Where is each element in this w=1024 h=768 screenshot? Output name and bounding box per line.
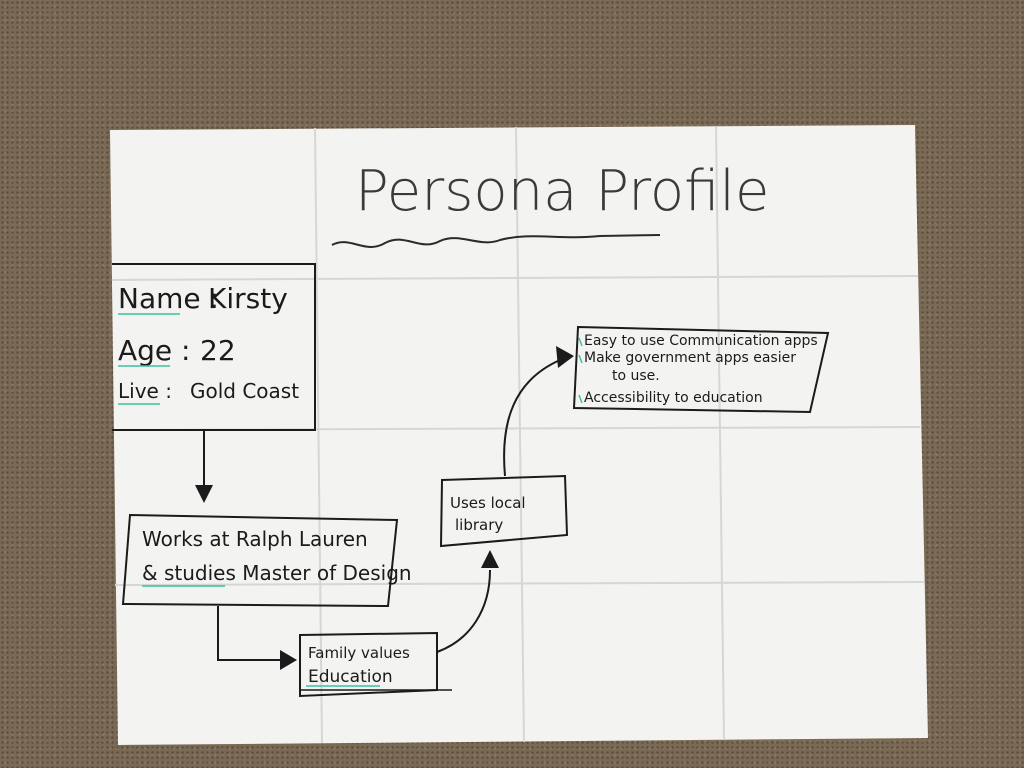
needs-line-2: Make government apps easier (584, 350, 796, 366)
paper-folds (111, 125, 925, 744)
work-line-1: Works at Ralph Lauren (142, 527, 368, 551)
needs-checkmarks (578, 337, 583, 404)
profile-box (112, 263, 316, 431)
work-line-2: & studies Master of Design (142, 561, 412, 585)
arrow-head-upright-icon (556, 346, 574, 368)
arrow-head-down-icon (195, 485, 213, 503)
page-title: Persona Profile (355, 159, 769, 224)
age-value: 22 (200, 334, 236, 367)
live-value: Gold Coast (190, 379, 299, 403)
work-box (121, 513, 399, 608)
arrow-head-up-icon (481, 550, 499, 568)
arrow-head-right-icon (280, 650, 297, 670)
library-box (439, 474, 569, 548)
age-label: Age : (118, 334, 191, 367)
arrow-library-needs (503, 359, 561, 477)
arrow-values-library (436, 569, 491, 653)
name-value: Kirsty (208, 282, 288, 315)
needs-line-1: Easy to use Communication apps (584, 333, 818, 349)
arrow-work-values (217, 606, 285, 661)
values-line-1: Family values (308, 644, 410, 662)
needs-line-3: to use. (612, 368, 660, 384)
profile-highlights (118, 313, 180, 405)
live-label: Live : (118, 379, 172, 403)
library-line-1: Uses local (450, 494, 526, 512)
library-line-2: library (455, 516, 503, 534)
needs-line-4: Accessibility to education (584, 390, 763, 406)
title-underline (331, 234, 661, 248)
values-line-2: Education (308, 667, 393, 687)
name-label: Name : (118, 282, 219, 315)
needs-box (572, 325, 830, 414)
